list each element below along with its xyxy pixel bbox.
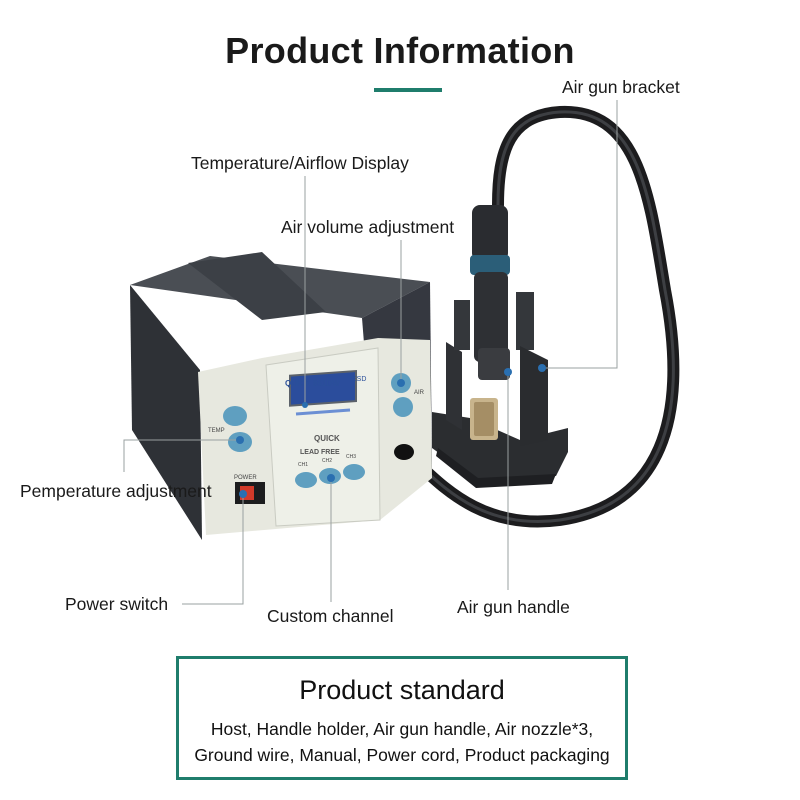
logo-label: QUICK <box>314 434 340 443</box>
temp-label: TEMP <box>208 428 225 434</box>
brand-label: QUICK 861DW <box>285 379 340 388</box>
station-body <box>130 252 432 540</box>
air-label: AIR <box>414 390 425 396</box>
air-gun-bracket-label: Air gun bracket <box>562 77 680 97</box>
product-standard-line-2: Ground wire, Manual, Power cord, Product… <box>194 745 610 765</box>
title-underline <box>374 88 442 92</box>
page-title: Product Information <box>225 30 575 71</box>
product-standard-line-1: Host, Handle holder, Air gun handle, Air… <box>210 719 594 739</box>
power-switch-label: Power switch <box>65 594 169 614</box>
air-volume-label: Air volume adjustment <box>281 217 455 237</box>
custom-channel-label: Custom channel <box>267 606 394 626</box>
esd-label: ESD <box>352 376 366 383</box>
channel-label-2: CH2 <box>322 458 332 464</box>
channel-label-3: CH3 <box>346 454 356 460</box>
product-standard-box: Product standard Host, Handle holder, Ai… <box>176 656 628 780</box>
channel-label-1: CH1 <box>298 462 308 468</box>
air-gun-hose <box>398 105 680 528</box>
air-gun-handle-label: Air gun handle <box>457 597 570 617</box>
lead-free-label: LEAD FREE <box>300 449 340 456</box>
product-standard-title: Product standard <box>299 675 505 705</box>
air-gun-handle <box>470 205 510 440</box>
callout-leader-lines <box>123 100 618 605</box>
power-label: POWER <box>234 475 257 481</box>
display-label: Temperature/Airflow Display <box>191 153 409 173</box>
temperature-adjustment-label: Pemperature adjustment <box>20 481 212 501</box>
